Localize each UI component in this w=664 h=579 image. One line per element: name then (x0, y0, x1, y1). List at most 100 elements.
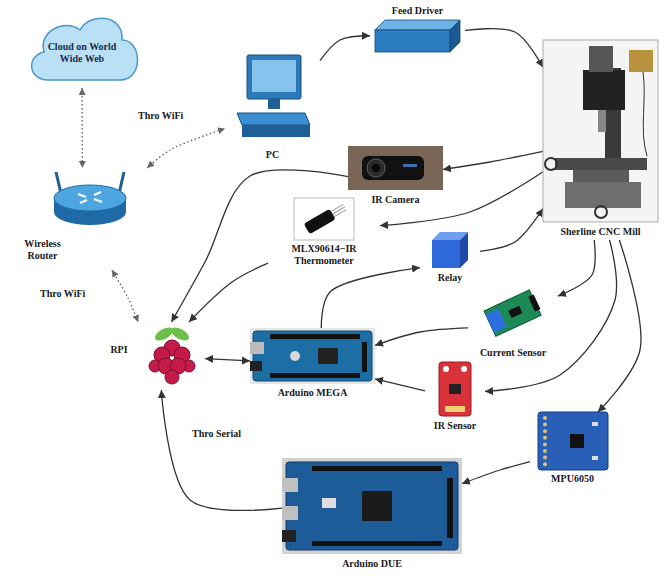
photo-frame (250, 328, 375, 384)
mill-saddle (573, 170, 629, 182)
component (592, 422, 598, 426)
chip (570, 434, 584, 448)
sensor-group (304, 202, 348, 234)
component (322, 498, 336, 508)
connector (375, 379, 425, 391)
router-node: Wireless Router (15, 168, 150, 270)
relay-front (432, 240, 460, 268)
pin-hole (543, 436, 547, 440)
node-illustration (538, 412, 608, 470)
component (592, 456, 598, 460)
pin-hole (543, 442, 547, 446)
box-top (375, 20, 460, 30)
board (538, 412, 608, 470)
board-group (484, 289, 543, 336)
router-arrow (94, 192, 101, 195)
node-label: Wireless Router (15, 238, 70, 261)
illustration-group (250, 328, 375, 384)
node-label: RPI (100, 344, 138, 356)
node-label: IR Camera (348, 194, 443, 206)
pin-hole (543, 449, 547, 453)
relay-node: Relay (420, 232, 480, 287)
camera-node: IR Camera (348, 146, 443, 208)
connector (321, 268, 420, 328)
connector (320, 36, 370, 61)
cable (643, 72, 647, 156)
sensor-chip (449, 384, 461, 394)
node-illustration (50, 168, 130, 230)
pc-base-front (242, 125, 310, 137)
node-illustration (142, 324, 202, 386)
illustration-group (54, 172, 126, 225)
illustration-group (432, 232, 468, 268)
chip (362, 491, 392, 521)
connector (375, 328, 468, 346)
connector (443, 151, 543, 169)
illustration-group (439, 362, 471, 416)
node-label: Sherline CNC Mill (543, 226, 658, 238)
photo-ground (348, 146, 443, 190)
chip (508, 306, 522, 318)
stepper-motor (629, 50, 653, 72)
router-arrow (78, 194, 86, 197)
lens-center (372, 164, 380, 172)
illustration-group (375, 20, 460, 52)
spindle-motor (589, 46, 613, 72)
connector (147, 129, 225, 168)
box-side (450, 20, 460, 52)
spindle (598, 110, 606, 132)
pin-hole (543, 462, 547, 466)
connector (205, 359, 250, 361)
board-node: Arduino MEGA (250, 328, 375, 400)
usb-port (282, 478, 298, 492)
sensor-pin (333, 207, 345, 214)
berry-lobe (165, 370, 179, 384)
board (484, 290, 541, 337)
connector (480, 209, 543, 252)
pin-hole (543, 423, 547, 427)
chip (318, 348, 338, 364)
handwheel (595, 206, 607, 218)
connector-label: Thro WiFi (136, 110, 185, 122)
node-illustration (543, 40, 658, 222)
node-label: Cloud on World Wide Web (37, 41, 127, 64)
illustration-group (348, 146, 443, 190)
pin-hole (543, 416, 547, 420)
router-arrow (80, 200, 87, 203)
connector (189, 263, 268, 322)
camera-mark (403, 164, 417, 167)
box-front (375, 30, 450, 52)
sensor-pin (334, 210, 346, 217)
node-illustration (348, 146, 443, 190)
camera-lens (367, 159, 385, 177)
node-illustration (282, 458, 462, 554)
node-label: Feed Driver (370, 5, 465, 17)
relay-side (460, 232, 468, 268)
node-label: MLX90614−IR Thermometer (268, 243, 380, 266)
pin-hole (543, 456, 547, 460)
illustration-group (149, 325, 195, 384)
screen (252, 60, 296, 92)
terminal-block (486, 309, 507, 333)
header (270, 334, 360, 339)
connector (598, 240, 641, 412)
usb-port (282, 506, 298, 520)
sensor-node: MPU6050 (530, 412, 615, 487)
node-illustration (250, 328, 375, 384)
connector (558, 240, 595, 296)
sensor-can (304, 209, 336, 234)
photo-frame (543, 40, 658, 222)
node-illustration (478, 285, 548, 343)
node-illustration (437, 362, 473, 416)
router-arrow (94, 199, 102, 202)
sensor-node: Current Sensor (468, 285, 558, 363)
mill-node: Sherline CNC Mill (543, 40, 658, 240)
pins (528, 294, 540, 311)
illustration-group (484, 289, 543, 336)
header (312, 466, 442, 471)
rpi-node: RPI (100, 322, 205, 390)
node-label: IR Sensor (425, 420, 485, 432)
header (312, 541, 442, 546)
illustration-group (538, 412, 608, 470)
node-label: Arduino DUE (282, 558, 462, 570)
